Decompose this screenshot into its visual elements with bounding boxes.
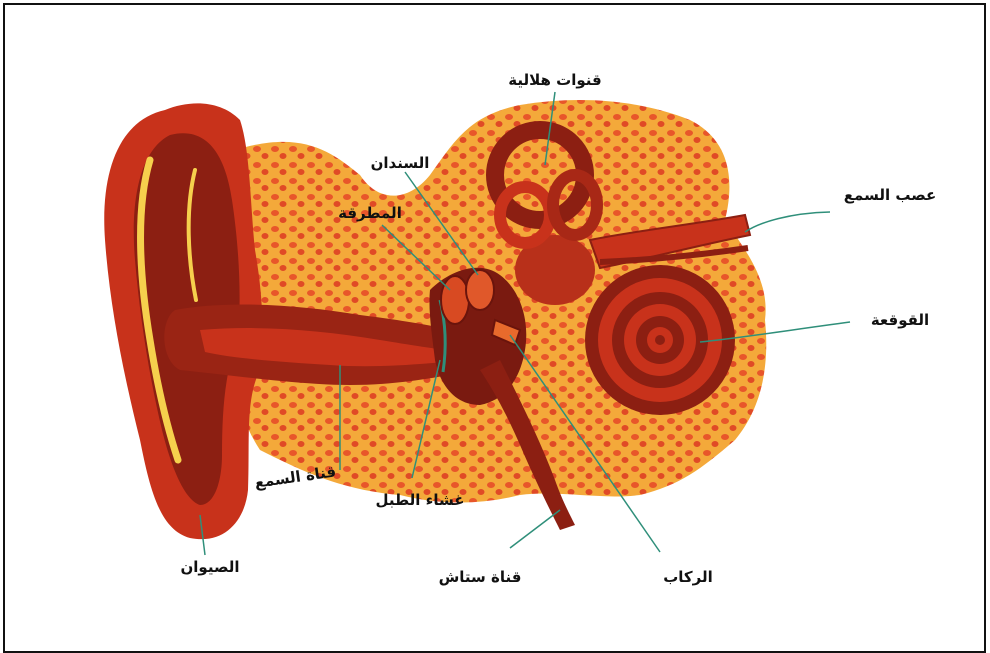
leader-eustachian: [510, 510, 560, 548]
label-pinna: الصيوان: [180, 558, 239, 576]
incus-shape: [466, 270, 494, 310]
label-semicircular-canals: قنوات هلالية: [508, 71, 601, 89]
malleus-shape: [441, 276, 469, 324]
label-malleus: المطرقة: [338, 204, 402, 222]
cochlea-core: [655, 335, 665, 345]
leader-auditory-nerve: [745, 212, 830, 232]
label-auditory-nerve: عصب السمع: [844, 186, 936, 204]
label-cochlea: القوقعة: [871, 311, 929, 329]
label-eardrum: غشاء الطبل: [376, 491, 465, 509]
label-incus: السندان: [371, 154, 430, 172]
label-stapes: الركاب: [663, 568, 713, 586]
label-eustachian-tube: قناة ستاش: [439, 568, 522, 586]
